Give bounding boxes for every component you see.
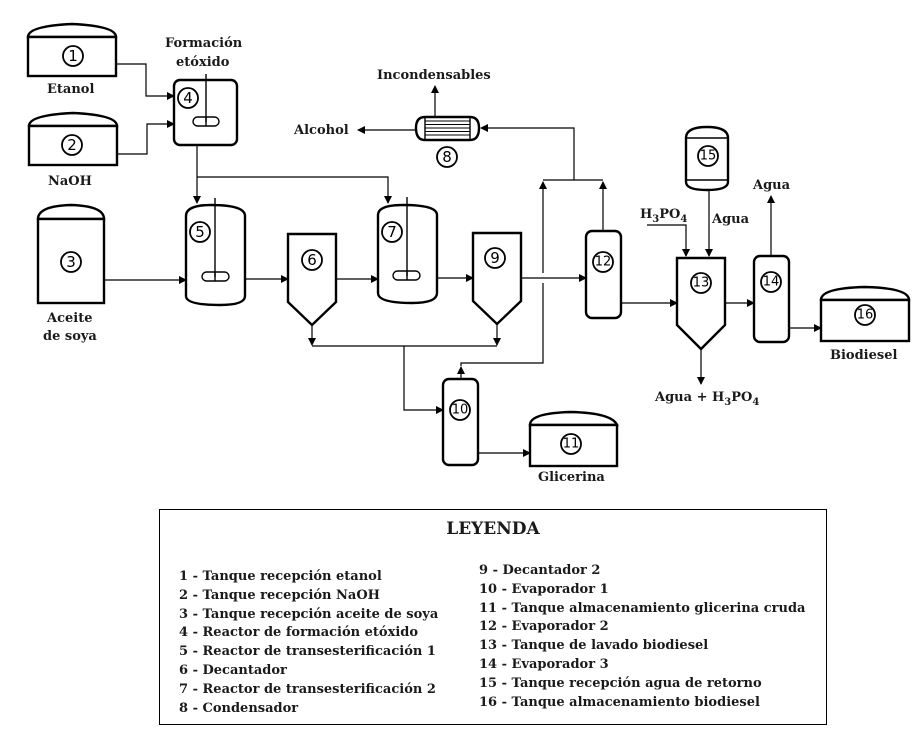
label-biodiesel: Biodiesel (830, 348, 897, 363)
equipment-number-9 (484, 247, 506, 269)
equipment-number-5-text: 5 (195, 223, 205, 241)
legend-item: 11 - Tanque almacenamiento glicerina cru… (479, 600, 806, 616)
equipment-number-6-text: 6 (307, 251, 317, 269)
equipment-number-8-text: 8 (442, 148, 452, 166)
equipment-number-13-text: 13 (693, 276, 710, 291)
equipment-number-12 (592, 251, 614, 273)
legend-title: LEYENDA (446, 519, 540, 539)
equipment-number-15-text: 15 (700, 149, 717, 164)
reactor-7-transesterificacion-2: 7 (376, 197, 439, 305)
legend-item: 8 - Condensador (179, 700, 299, 716)
legend-item: 16 - Tanque almacenamiento biodiesel (479, 694, 760, 710)
equipment-number-3 (60, 251, 82, 273)
equipment-number-6 (301, 249, 323, 271)
legend-item: 13 - Tanque de lavado biodiesel (479, 638, 709, 654)
stream-to-10 (403, 346, 444, 414)
equipment-number-13 (690, 272, 712, 294)
evaporator-12: 12 (584, 229, 623, 320)
equipment-number-7 (381, 221, 403, 243)
label-etanol: Etanol (47, 82, 94, 97)
legend-item: 14 - Evaporador 3 (479, 656, 609, 672)
equipment-number-16 (854, 304, 876, 326)
equipment-number-8 (436, 146, 458, 168)
tank-16-biodiesel: 16 (819, 285, 911, 343)
equipment-number-1-text: 1 (68, 47, 78, 65)
tank-11-glicerina: 11 (528, 410, 619, 468)
label-incondensables: Incondensables (377, 68, 491, 83)
evaporator-10: 10 (441, 377, 480, 467)
equipment-number-15 (697, 145, 719, 167)
equipment-number-14-text: 14 (763, 275, 780, 290)
label-aceite-line1: Aceite (46, 311, 93, 326)
tank-15-agua-retorno: 15 (684, 125, 730, 192)
legend-item: 7 - Reactor de transesterificación 2 (179, 681, 436, 697)
legend-item: 5 - Reactor de transesterificación 1 (179, 644, 436, 660)
evaporator-14: 14 (752, 254, 791, 344)
label-formacion-line1: Formación (165, 36, 243, 51)
legend-right-column: 9 - Decantador 2 10 - Evaporador 1 11 - … (479, 562, 805, 712)
legend-item: 9 - Decantador 2 (479, 563, 601, 578)
stream-4-to-7 (197, 176, 392, 204)
label-naoh: NaOH (48, 174, 92, 189)
label-glicerina: Glicerina (538, 470, 605, 485)
legend-item: 10 - Evaporador 1 (479, 581, 609, 597)
equipment-number-3-text: 3 (66, 253, 76, 271)
legend-item: 1 - Tanque recepción etanol (179, 569, 382, 584)
stream-vapor-to-8 (480, 124, 575, 180)
equipment-number-9-text: 9 (490, 249, 500, 267)
label-agua-h3po4-out: Agua + H3PO4 (654, 390, 759, 408)
legend-item: 4 - Reactor de formación etóxido (179, 625, 419, 641)
stream-naoh-to-4 (117, 120, 175, 155)
equipment-number-7-text: 7 (387, 223, 397, 241)
equipment-number-4-text: 4 (183, 89, 193, 107)
label-agua-in: Agua (711, 212, 750, 227)
legend-item: 12 - Evaporador 2 (479, 619, 609, 635)
legend-item: 6 - Decantador (179, 662, 287, 678)
decanter-9: 9 (471, 231, 523, 326)
equipment-number-2 (61, 134, 83, 156)
equipment-number-16-text: 16 (857, 308, 874, 323)
equipment-number-5 (189, 221, 211, 243)
label-alcohol: Alcohol (293, 123, 349, 138)
tank-3-aceite: 3 (36, 203, 106, 305)
label-formacion-line2: etóxido (176, 55, 230, 70)
legend-item: 15 - Tanque recepción agua de retorno (479, 675, 762, 691)
legend: LEYENDA 1 - Tanque recepción etanol 2 - … (159, 509, 827, 725)
equipment-number-11-text: 11 (563, 437, 580, 452)
equipment-number-11 (560, 433, 582, 455)
reactor-4-etoxido: 4 (172, 74, 239, 147)
stream-etanol-to-4 (116, 63, 175, 100)
reactor-5-transesterificacion-1: 5 (184, 198, 247, 307)
label-agua-out: Agua (752, 178, 791, 193)
label-h3po4-in: H3PO4 (640, 207, 687, 225)
label-aceite-line2: de soya (43, 329, 97, 344)
stream-10-vapor-lower (460, 283, 544, 366)
stream-h3po4-to-13 (647, 224, 690, 257)
equipment-number-10-text: 10 (452, 403, 469, 418)
wash-tank-13: 13 (675, 256, 727, 351)
decanter-6: 6 (286, 232, 338, 327)
legend-item: 2 - Tanque recepción NaOH (179, 587, 380, 603)
tank-1-etanol: 1 (26, 22, 118, 78)
equipment-number-1 (62, 45, 84, 67)
legend-left-column: 1 - Tanque recepción etanol 2 - Tanque r… (179, 568, 438, 718)
condenser-8: 8 (414, 115, 481, 168)
equipment-number-10 (449, 399, 471, 421)
equipment-number-12-text: 12 (595, 255, 612, 270)
equipment-number-4 (177, 87, 199, 109)
tank-2-naoh: 2 (27, 111, 119, 167)
equipment-number-2-text: 2 (67, 136, 77, 154)
legend-item: 3 - Tanque recepción aceite de soya (179, 606, 439, 622)
equipment-number-14 (760, 271, 782, 293)
